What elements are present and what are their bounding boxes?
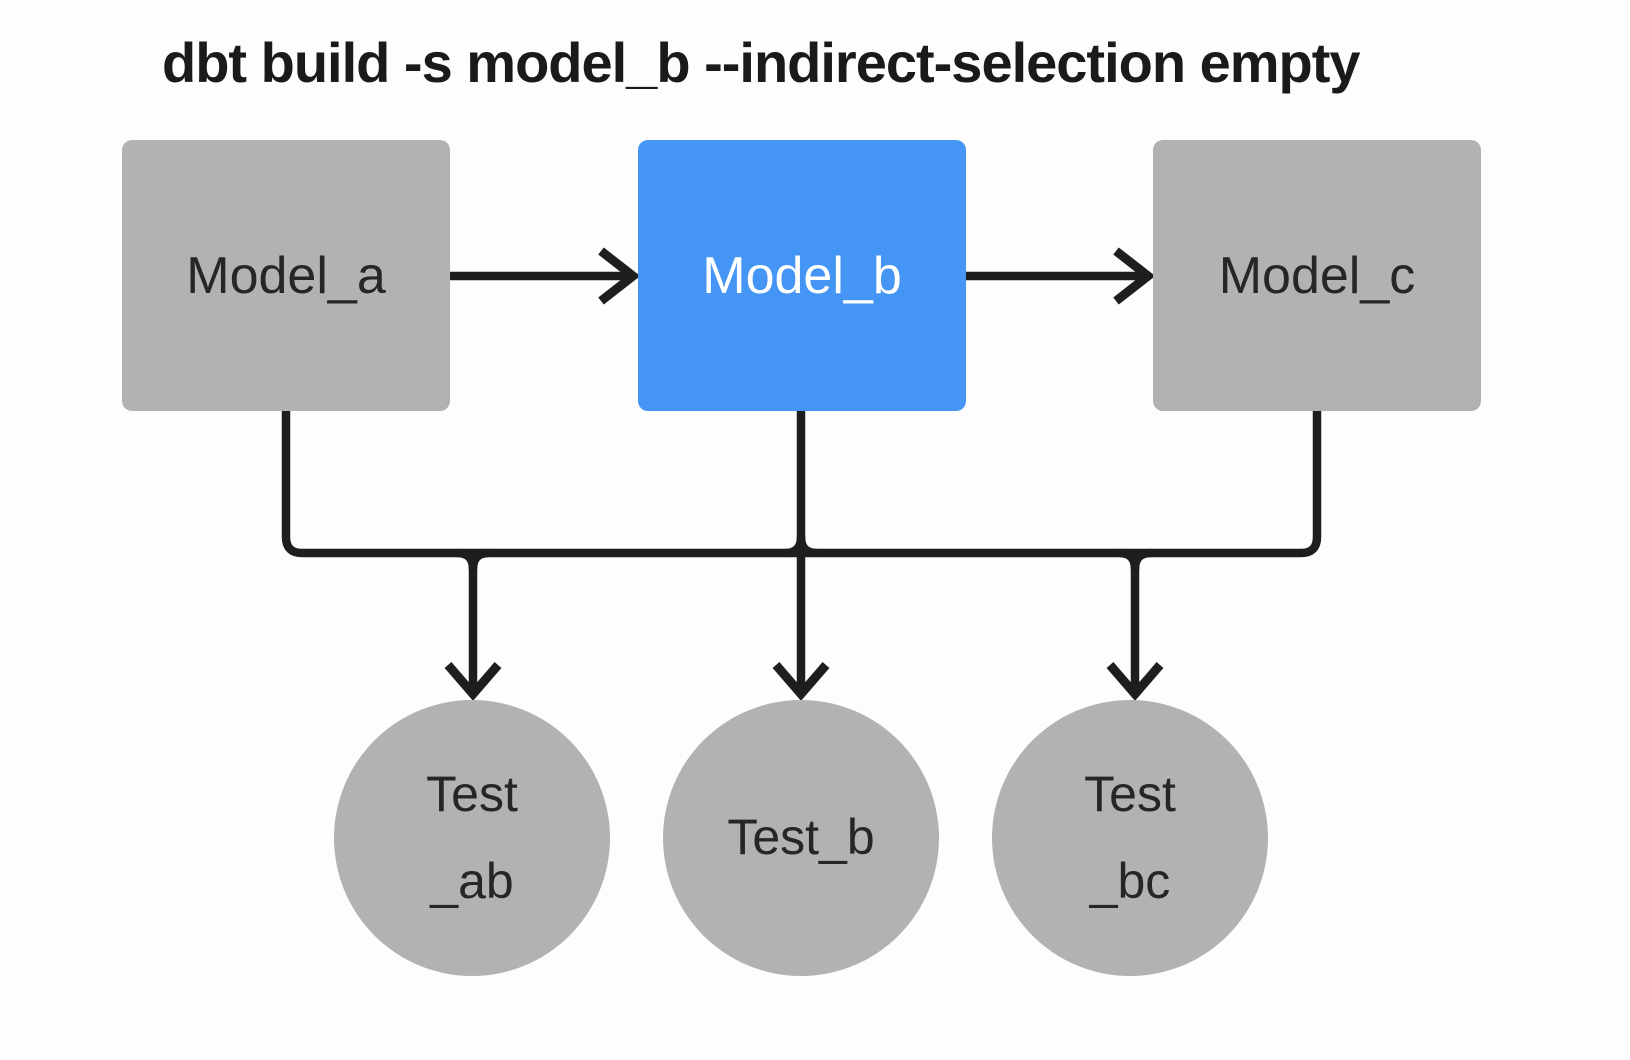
node-label-line: Test: [1084, 765, 1176, 822]
arrow-right-icon: [1113, 247, 1156, 305]
junction-fillet: [1130, 548, 1152, 570]
arrow-down-icon: [772, 662, 830, 701]
page-title: dbt build -s model_b --indirect-selectio…: [162, 31, 1361, 94]
node-test-b: Test_b: [663, 700, 939, 976]
node-label: Model_a: [186, 246, 386, 305]
node-test-bc: Test _bc: [992, 700, 1268, 976]
node-model-c: Model_c: [1153, 140, 1481, 411]
node-label-line: Test: [426, 765, 518, 822]
arrow-down-icon: [444, 662, 502, 701]
node-label: Model_c: [1218, 246, 1416, 305]
node-label: Model_b: [702, 246, 902, 305]
arrow-down-icon: [1106, 662, 1164, 701]
node-label-line: _bc: [1089, 853, 1171, 909]
node-test-ab: Test _ab: [334, 700, 610, 976]
node-label-line: Test_b: [727, 809, 875, 866]
junction-fillet: [796, 536, 818, 558]
junction-fillet: [468, 548, 490, 570]
node-label-line: _ab: [430, 853, 514, 909]
node-model-a: Model_a: [122, 140, 450, 411]
node-model-b-selected: Model_b: [638, 140, 966, 411]
arrow-right-icon: [598, 247, 641, 305]
